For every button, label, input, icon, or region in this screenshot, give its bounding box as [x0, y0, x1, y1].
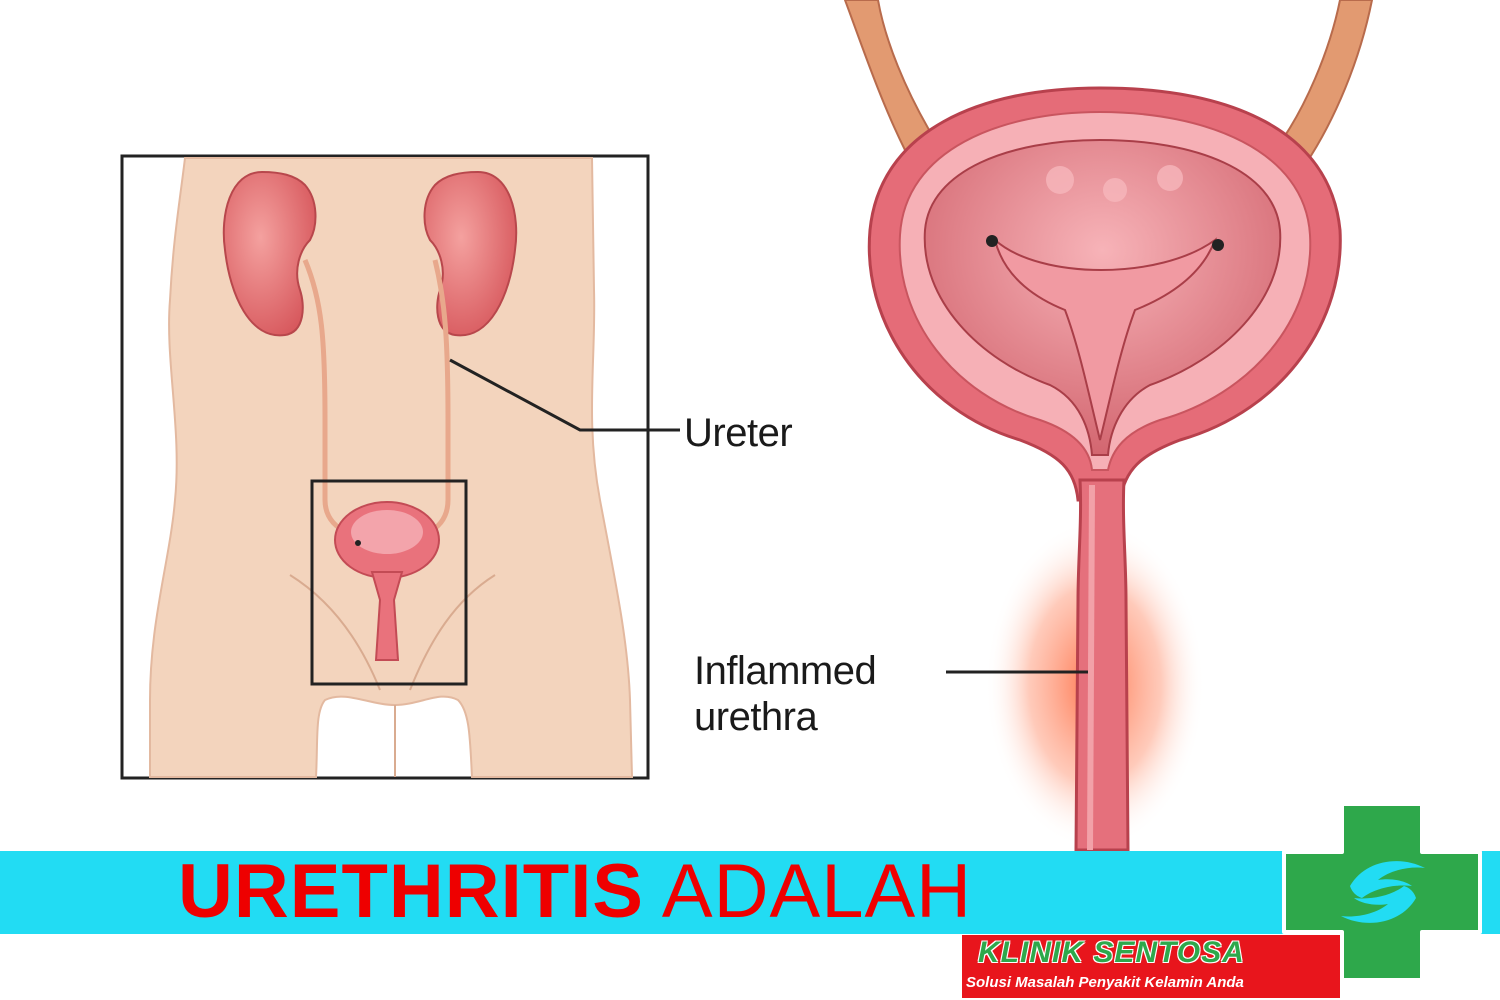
title-regular: ADALAH — [661, 849, 973, 934]
left-ureter — [302, 259, 346, 533]
small-bladder — [334, 501, 440, 661]
title-bold: URETHRITIS — [178, 849, 644, 934]
inflamed-urethra-label: Inflammed urethra — [694, 648, 877, 740]
right-kidney — [423, 170, 518, 337]
left-kidney — [222, 170, 317, 337]
clinic-tagline: Solusi Masalah Penyakit Kelamin Anda — [966, 974, 1244, 991]
urethra — [1074, 478, 1130, 852]
clinic-badge — [962, 935, 1340, 998]
zoom-inset-box — [310, 479, 468, 686]
ureter-leader-line — [449, 358, 680, 432]
right-ureteral-orifice — [1212, 239, 1224, 251]
right-ureter — [429, 259, 451, 533]
inflamed-urethra-label-line1: Inflammed — [694, 649, 877, 693]
medical-cross-logo-icon — [1282, 802, 1482, 982]
ureter-label: Ureter — [684, 411, 793, 455]
inflamed-urethra-label-line2: urethra — [694, 695, 818, 739]
body-panel — [120, 154, 650, 780]
clinic-name: KLINIK SENTOSA — [978, 936, 1245, 969]
helping-hands-icon — [1341, 861, 1425, 923]
title-banner — [0, 851, 1500, 934]
bladder-illustration — [843, 0, 1374, 852]
page-title: URETHRITIS ADALAH — [178, 852, 972, 932]
left-ureteral-orifice — [986, 235, 998, 247]
